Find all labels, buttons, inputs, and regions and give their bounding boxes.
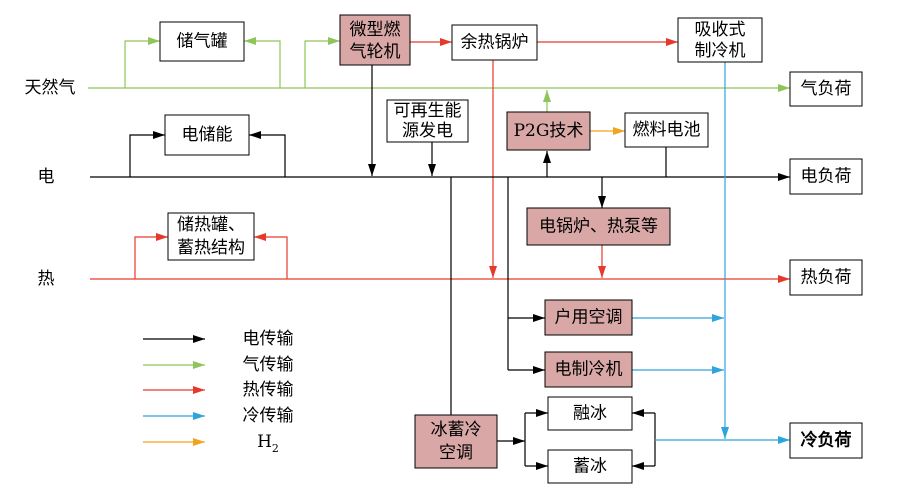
p2g-label: P2G技术 <box>514 121 584 141</box>
gas-load-node: 气负荷 <box>789 71 863 107</box>
electric-load-label: 电负荷 <box>801 167 852 187</box>
legend-item-electricity: 电传输 <box>143 329 294 349</box>
ice-storing-box <box>547 449 633 484</box>
ice-storing-node: 蓄冰 <box>547 449 633 484</box>
gas-bus-to-micro-turbine-line <box>304 37 340 88</box>
cold-load-node: 冷负荷 <box>789 422 863 459</box>
legend-item-cold: 冷传输 <box>143 406 294 426</box>
household-ac-label: 户用空调 <box>555 308 623 328</box>
legend-label-gas: 气传输 <box>243 355 294 375</box>
heat-load-label: 热负荷 <box>801 268 852 288</box>
ice-melting-label: 融冰 <box>573 404 607 424</box>
gas-storage-label: 储气罐 <box>177 32 228 52</box>
electric-storage-label: 电储能 <box>182 125 233 145</box>
ice-melting-node: 融冰 <box>547 396 633 431</box>
heat-load-box <box>789 259 863 296</box>
absorption-chiller-node: 吸收式 制冷机 <box>677 17 763 63</box>
electric-storage-box <box>164 114 250 156</box>
renewable-generation-label-line1: 可再生能 <box>394 101 462 121</box>
household-ac-node: 户用空调 <box>544 299 633 336</box>
absorption-chiller-label-line1: 吸收式 <box>695 20 746 40</box>
electric-chiller-label: 电制冷机 <box>555 360 623 380</box>
electric-boiler-heat-pump-node: 电锅炉、热泵等 <box>526 207 671 246</box>
electric-boiler-heat-pump-label: 电锅炉、热泵等 <box>539 217 658 237</box>
waste-heat-boiler-box <box>451 24 538 61</box>
legend-item-hydrogen: H2 <box>143 432 279 455</box>
gas-bus-to-gas-storage-right-line <box>244 37 281 88</box>
micro-gas-turbine-box <box>339 14 411 66</box>
heat-load-node: 热负荷 <box>789 259 863 296</box>
heat-storage-label-line2: 蓄热结构 <box>177 238 245 258</box>
heat-bus-to-heat-storage-right-line <box>254 233 288 279</box>
legend-label-heat: 热传输 <box>243 380 294 400</box>
absorption-chiller-label-line2: 制冷机 <box>695 41 746 61</box>
waste-heat-boiler-label: 余热锅炉 <box>461 33 529 53</box>
heat-storage-label-line1: 储热罐、 <box>177 215 245 235</box>
ice-melting-box <box>547 396 633 431</box>
ice-storing-label: 蓄冰 <box>573 457 607 477</box>
fuel-cell-node: 燃料电池 <box>624 112 709 148</box>
ice-storage-ac-label-line2: 空调 <box>439 443 473 463</box>
gas-load-box <box>789 71 863 107</box>
renewable-generation-label-line2: 源发电 <box>402 121 453 141</box>
heat-bus-to-heat-storage-line <box>134 233 168 279</box>
gas-load-label: 气负荷 <box>801 79 852 99</box>
micro-gas-turbine-label-line1: 微型燃 <box>350 20 401 40</box>
bus-label-heat: 热 <box>38 269 55 289</box>
legend-label-electricity: 电传输 <box>243 329 294 349</box>
electric-chiller-node: 电制冷机 <box>544 351 633 388</box>
cold-load-box <box>789 422 863 459</box>
legend-label-hydrogen: H2 <box>257 432 279 455</box>
electric-load-box <box>789 158 863 195</box>
ice-storage-ac-box <box>414 414 498 469</box>
electric-bus-to-electric-storage-line <box>129 131 165 177</box>
legend-item-heat: 热传输 <box>143 380 294 400</box>
electric-bus-to-electric-storage-right-line <box>249 131 286 177</box>
renewable-generation-box <box>386 99 469 143</box>
renewable-generation-node: 可再生能 源发电 <box>386 99 469 143</box>
legend-label-hydrogen-subscript: 2 <box>272 442 279 455</box>
p2g-node: P2G技术 <box>506 111 591 151</box>
ice-storage-ac-label-line1: 冰蓄冷 <box>431 420 482 440</box>
fuel-cell-box <box>624 112 709 148</box>
electric-load-node: 电负荷 <box>789 158 863 195</box>
gas-storage-box <box>159 21 245 62</box>
bus-label-electricity: 电 <box>38 167 55 187</box>
electric-storage-node: 电储能 <box>164 114 250 156</box>
fuel-cell-label: 燃料电池 <box>633 120 701 140</box>
heat-storage-node: 储热罐、 蓄热结构 <box>167 212 255 261</box>
legend: 电传输 气传输 热传输 冷传输 H2 <box>143 329 294 455</box>
p2g-box <box>506 111 591 151</box>
micro-gas-turbine-label-line2: 气轮机 <box>350 42 401 62</box>
legend-label-cold: 冷传输 <box>243 406 294 426</box>
waste-heat-boiler-node: 余热锅炉 <box>451 24 538 61</box>
electric-boiler-heat-pump-box <box>526 207 671 246</box>
micro-gas-turbine-node: 微型燃 气轮机 <box>339 14 411 66</box>
cold-load-label: 冷负荷 <box>801 430 852 451</box>
household-ac-box <box>544 299 633 336</box>
heat-storage-box <box>167 212 255 261</box>
electric-chiller-box <box>544 351 633 388</box>
ice-storage-ac-node: 冰蓄冷 空调 <box>414 414 498 469</box>
gas-storage-node: 储气罐 <box>159 21 245 62</box>
gas-bus-to-gas-storage-line <box>124 37 160 88</box>
legend-item-gas: 气传输 <box>143 355 294 375</box>
legend-label-hydrogen-symbol: H <box>257 432 272 452</box>
absorption-chiller-box <box>677 17 763 63</box>
bus-label-gas: 天然气 <box>25 78 76 98</box>
